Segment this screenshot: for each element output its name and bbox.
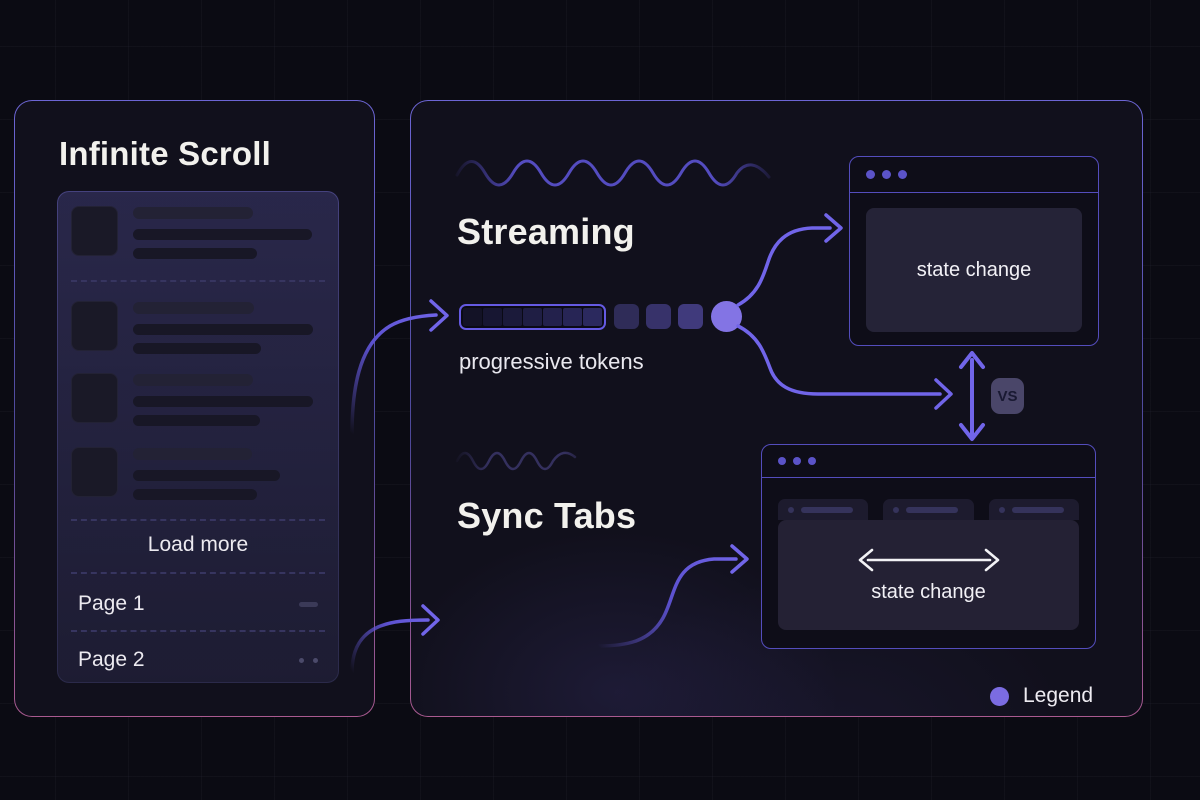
skeleton-line xyxy=(133,324,313,335)
skeleton-line xyxy=(133,207,253,219)
dashed-divider xyxy=(71,519,325,521)
double-arrow-icon xyxy=(858,548,999,572)
tab-row xyxy=(778,499,1079,520)
skeleton-line xyxy=(133,396,313,407)
feed-item xyxy=(71,373,313,426)
legend-dot-icon xyxy=(990,686,1009,706)
feed-item xyxy=(71,301,313,354)
state-change-label: state change xyxy=(916,258,1032,281)
dash-indicator xyxy=(299,601,318,607)
sync-window-content: state change xyxy=(762,499,1095,630)
text-placeholder-lines xyxy=(133,373,313,426)
token-stream-visual xyxy=(459,301,742,332)
streaming-browser-window: state change xyxy=(849,156,1099,346)
skeleton-line xyxy=(133,374,253,386)
patterns-panel: Streaming progressive tokens Sync Tabs xyxy=(410,100,1143,717)
thumbnail-placeholder xyxy=(71,373,118,423)
token-cell xyxy=(503,307,522,326)
token-cell xyxy=(463,307,482,326)
page-label: Page 2 xyxy=(78,648,145,671)
skeleton-line xyxy=(133,229,312,240)
legend-label: Legend xyxy=(1023,684,1094,707)
token-cell xyxy=(563,307,582,326)
token-bar xyxy=(459,303,606,330)
browser-tab xyxy=(883,499,974,520)
window-titlebar xyxy=(762,445,1095,478)
window-dot-icon xyxy=(778,457,786,465)
skeleton-line xyxy=(133,489,257,500)
token-cell xyxy=(523,307,542,326)
streaming-heading: Streaming xyxy=(457,211,635,252)
sync-browser-window: state change xyxy=(761,444,1096,649)
infinite-scroll-heading: Infinite Scroll xyxy=(59,135,272,172)
load-more-button: Load more xyxy=(147,533,249,556)
token-square xyxy=(646,304,671,329)
thumbnail-placeholder xyxy=(71,206,118,256)
token-square xyxy=(678,304,703,329)
dashed-divider xyxy=(71,630,325,632)
thumbnail-placeholder xyxy=(71,301,118,351)
window-dot-icon xyxy=(882,170,891,179)
tab-title-placeholder xyxy=(801,506,853,513)
dots-indicator xyxy=(299,657,318,663)
skeleton-line xyxy=(133,343,261,354)
token-circle xyxy=(711,301,742,332)
tab-title-placeholder xyxy=(1011,506,1064,513)
browser-tab xyxy=(778,499,869,520)
window-titlebar xyxy=(850,157,1098,193)
token-square xyxy=(614,304,639,329)
window-dot-icon xyxy=(866,170,875,179)
dashed-divider xyxy=(71,280,325,282)
skeleton-line xyxy=(133,448,252,460)
text-placeholder-lines xyxy=(133,206,312,259)
thumbnail-placeholder xyxy=(71,447,118,497)
page-row: Page 1 xyxy=(78,584,318,624)
state-change-panel: state change xyxy=(778,520,1079,630)
page-row: Page 2 xyxy=(78,640,318,680)
tab-favicon-dot xyxy=(998,506,1005,513)
page-label: Page 1 xyxy=(78,592,145,615)
wave-decoration-icon xyxy=(455,159,771,187)
tab-title-placeholder xyxy=(906,506,959,513)
wave-decoration-icon xyxy=(455,451,577,471)
state-change-panel: state change xyxy=(866,208,1082,332)
feed-item xyxy=(71,447,280,500)
token-cell xyxy=(483,307,502,326)
dashed-divider xyxy=(71,572,325,574)
feed-item xyxy=(71,206,312,259)
skeleton-line xyxy=(133,470,280,481)
window-dot-icon xyxy=(808,457,816,465)
skeleton-line xyxy=(133,415,260,426)
text-placeholder-lines xyxy=(133,301,313,354)
tab-favicon-dot xyxy=(893,506,900,513)
tab-favicon-dot xyxy=(788,506,794,513)
token-cell xyxy=(583,307,602,326)
skeleton-line xyxy=(133,302,254,314)
window-dot-icon xyxy=(793,457,801,465)
legend: Legend xyxy=(990,684,1093,708)
browser-tab xyxy=(988,499,1079,520)
sync-tabs-heading: Sync Tabs xyxy=(457,495,637,536)
infinite-scroll-panel: Infinite Scroll xyxy=(14,100,375,717)
feed-card: Load more Page 1 Page 2 xyxy=(57,191,339,683)
progressive-tokens-caption: progressive tokens xyxy=(459,349,644,374)
text-placeholder-lines xyxy=(133,447,280,500)
state-change-label: state change xyxy=(871,581,986,603)
vs-badge: VS xyxy=(991,378,1024,414)
skeleton-line xyxy=(133,248,257,259)
token-cell xyxy=(543,307,562,326)
window-dot-icon xyxy=(898,170,907,179)
